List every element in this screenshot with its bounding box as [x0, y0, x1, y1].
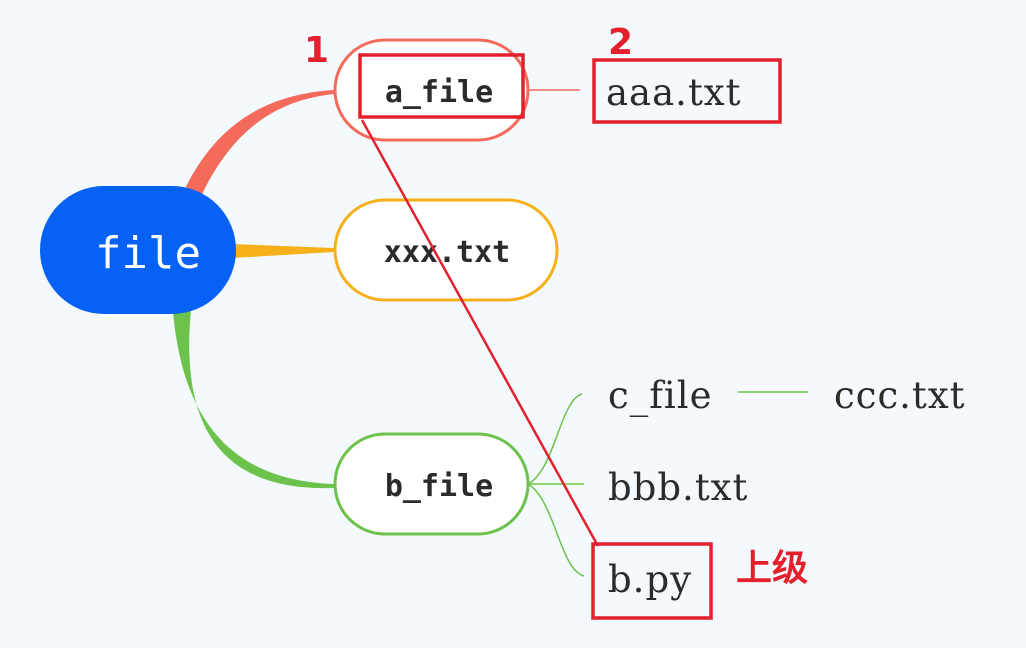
connector-b-file-b-py: [527, 483, 585, 577]
highlight-box-a-file: [358, 53, 525, 119]
leaf-node-ccc-txt[interactable]: ccc.txt: [834, 374, 966, 417]
branch-node-xxx-txt[interactable]: [333, 198, 559, 302]
root-node-label: file: [95, 228, 201, 279]
branch-node-xxx-txt-label: xxx.txt: [384, 235, 510, 270]
root-node[interactable]: [40, 186, 236, 314]
branch-node-a-file-label: a_file: [385, 75, 493, 110]
highlight-box-b-py: [591, 542, 713, 620]
leaf-node-b-py[interactable]: b.py: [608, 558, 692, 601]
leaf-node-aaa-txt[interactable]: aaa.txt: [606, 71, 742, 114]
branch-node-b-file-label: b_file: [385, 469, 493, 504]
branch-node-b-file[interactable]: [333, 432, 530, 536]
leaf-node-c-file[interactable]: c_file: [608, 374, 712, 418]
leaf-node-bbb-txt[interactable]: bbb.txt: [608, 466, 748, 509]
connector-root-xxx-txt: [232, 244, 334, 258]
annotation-arrow-line: [360, 119, 600, 547]
connector-b-file-c-file: [527, 393, 583, 485]
annotation-parent-label: 上级: [736, 548, 808, 589]
branch-node-a-file[interactable]: [333, 38, 530, 142]
annotation-number-2: 2: [608, 22, 633, 63]
connector-root-b-file: [172, 300, 334, 489]
annotation-number-1: 1: [304, 30, 329, 71]
highlight-box-aaa-txt: [592, 58, 782, 124]
